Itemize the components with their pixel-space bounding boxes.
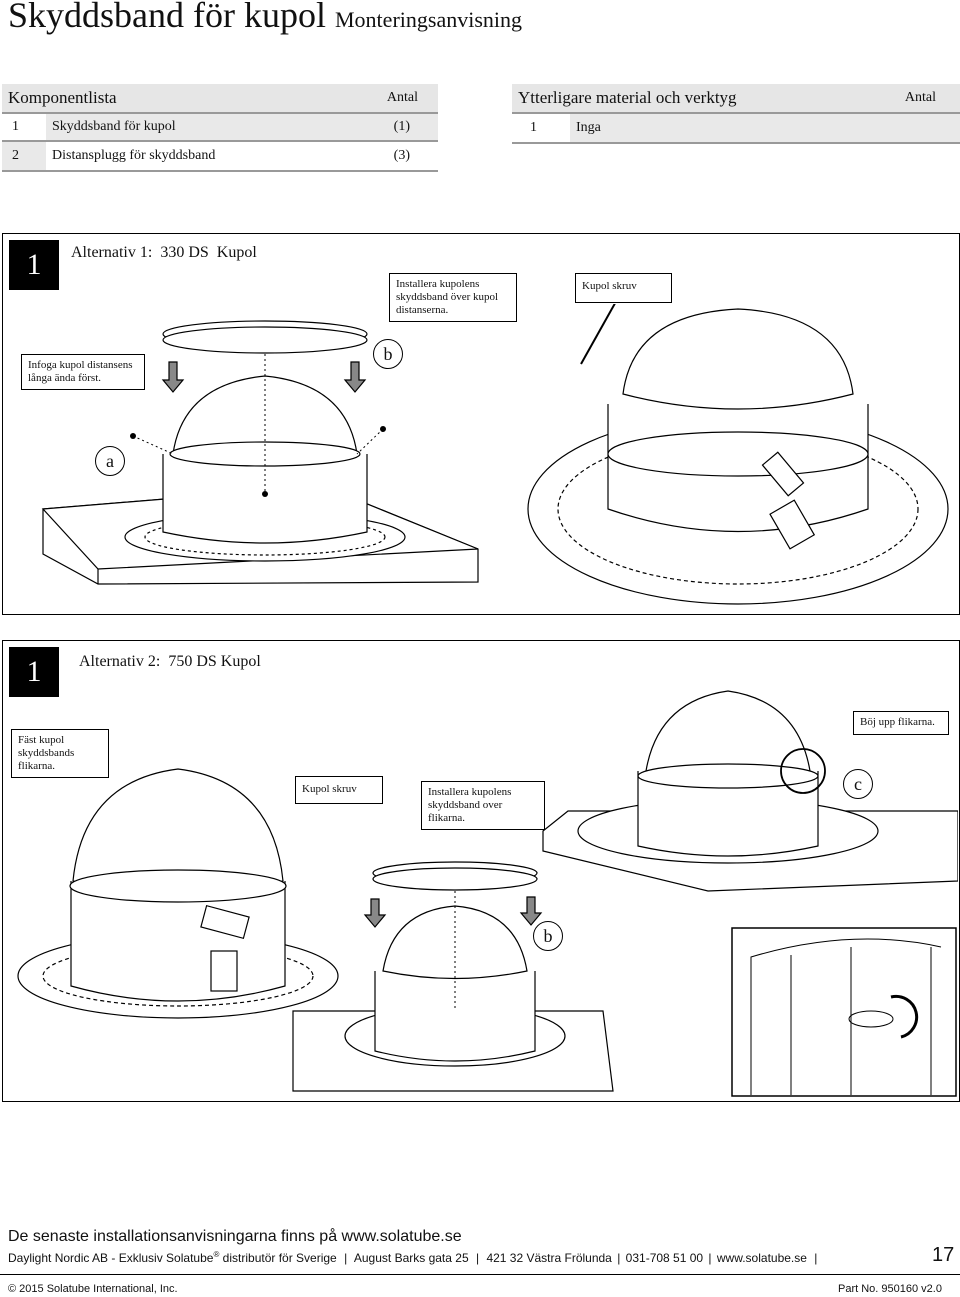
footer-company-suffix: distributör för Sverige [219, 1251, 337, 1265]
footer-company: Daylight Nordic AB - Exklusiv Solatube [8, 1251, 214, 1265]
materials-list: Ytterligare material och verktyg Antal 1… [512, 84, 960, 144]
section-heading: Alternativ 1: 330 DS Kupol [71, 244, 257, 261]
illustration-detail-closeup [731, 927, 957, 1097]
component-qty: (1) [393, 114, 438, 140]
footer-latest-instructions: De senaste installationsanvisningarna fi… [8, 1228, 462, 1245]
component-name: Skyddsband för kupol [46, 114, 394, 140]
footer-address: August Barks gata 25 [353, 1251, 469, 1265]
footer-divider [0, 1274, 960, 1275]
footer-reg: ® [213, 1250, 220, 1259]
section-heading: Alternativ 2: 750 DS Kupol [79, 653, 261, 670]
illustration-330ds [41, 320, 479, 585]
component-list-header: Komponentlista Antal [2, 84, 438, 114]
label-c: c [843, 769, 873, 799]
component-list: Komponentlista Antal 1 Skyddsband för ku… [2, 84, 438, 172]
illustration-750ds-band [292, 861, 614, 1092]
footer-copyright: © 2015 Solatube International, Inc. [8, 1283, 178, 1295]
footer-part-number: Part No. 950160 v2.0 [838, 1283, 942, 1295]
component-row: 2 Distansplugg för skyddsband (3) [2, 142, 438, 172]
callout-install-band: Installera kupolens skyddsband over flik… [421, 781, 545, 830]
callout-bend-tabs: Böj upp flikarna. [853, 711, 949, 735]
callout-attach-tabs: Fäst kupol skyddsbands flikarna. [11, 729, 109, 778]
illustration-750ds-attach [17, 768, 339, 1019]
section-alternative-1: 1 Alternativ 1: 330 DS Kupol Installera … [2, 233, 960, 615]
illustration-330ds-installed [527, 304, 949, 605]
label-b: b [373, 339, 403, 369]
callout-dome-screw: Kupol skruv [575, 273, 672, 303]
component-name: Distansplugg för skyddsband [46, 142, 394, 170]
page-title: Skyddsband för kupol Monteringsanvisning [8, 0, 522, 36]
callout-install-band: Installera kupolens skyddsband över kupo… [389, 273, 517, 322]
footer-website[interactable]: www.solatube.se [716, 1251, 807, 1265]
callout-dome-screw: Kupol skruv [295, 776, 383, 804]
materials-name: Inga [570, 114, 960, 142]
materials-num: 1 [512, 114, 570, 142]
component-qty: (3) [393, 142, 438, 170]
callout-insert-spacer: Infoga kupol distansens långa ända först… [21, 354, 145, 390]
materials-qty-header: Antal [904, 90, 936, 105]
title-main: Skyddsband för kupol [8, 0, 326, 35]
illustration-750ds-installed [542, 690, 958, 892]
footer-city: 421 32 Västra Frölunda [486, 1251, 612, 1265]
materials-header: Ytterligare material och verktyg Antal [512, 84, 960, 114]
title-sub: Monteringsanvisning [335, 7, 522, 32]
materials-row: 1 Inga [512, 114, 960, 144]
component-row: 1 Skyddsband för kupol (1) [2, 114, 438, 142]
step-number: 1 [9, 647, 59, 697]
footer-company-line: Daylight Nordic AB - Exklusiv Solatube® … [8, 1250, 818, 1265]
component-num: 1 [12, 119, 19, 134]
component-list-title: Komponentlista [8, 88, 117, 107]
label-b: b [533, 921, 563, 951]
materials-title: Ytterligare material och verktyg [518, 88, 737, 107]
label-a: a [95, 446, 125, 476]
page-number: 17 [932, 1244, 955, 1266]
footer-phone: 031-708 51 00 [625, 1251, 704, 1265]
component-qty-header: Antal [386, 90, 418, 105]
step-number: 1 [9, 240, 59, 290]
component-num: 2 [12, 148, 19, 163]
section-alternative-2: 1 Alternativ 2: 750 DS Kupol Fäst kupol … [2, 640, 960, 1102]
